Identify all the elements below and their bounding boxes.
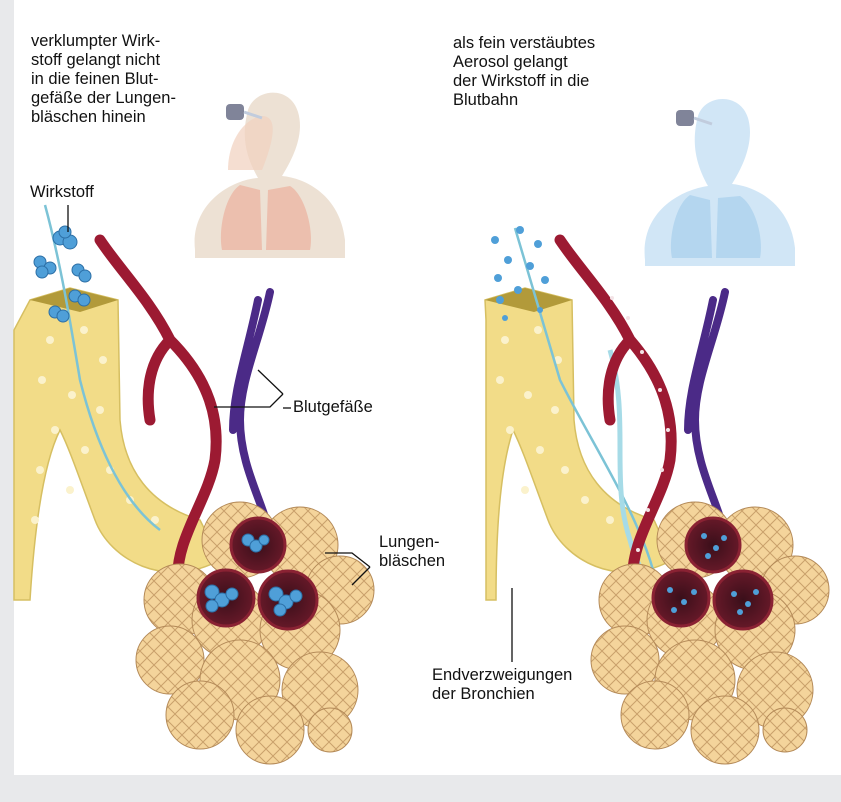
label-endverzweigungen: Endverzweigungen der Bronchien [432, 666, 572, 704]
person-figure-right [645, 99, 795, 266]
bronchus-left [14, 288, 220, 600]
caption-left: verklumpter Wirk- stoff gelangt nicht in… [31, 32, 176, 127]
label-blutgefaesse: Blutgefäße [293, 398, 373, 417]
leader-blutgefaesse-b [258, 370, 283, 394]
leader-blutgefaesse-a [214, 394, 283, 407]
bronchus-right [485, 288, 672, 600]
label-wirkstoff: Wirkstoff [30, 183, 94, 202]
right-scene [485, 99, 829, 764]
caption-right: als fein verstäubtes Aerosol gelangt der… [453, 34, 595, 110]
label-lungenblaeschen: Lungen- bläschen [379, 533, 445, 571]
person-figure-left [195, 93, 345, 258]
